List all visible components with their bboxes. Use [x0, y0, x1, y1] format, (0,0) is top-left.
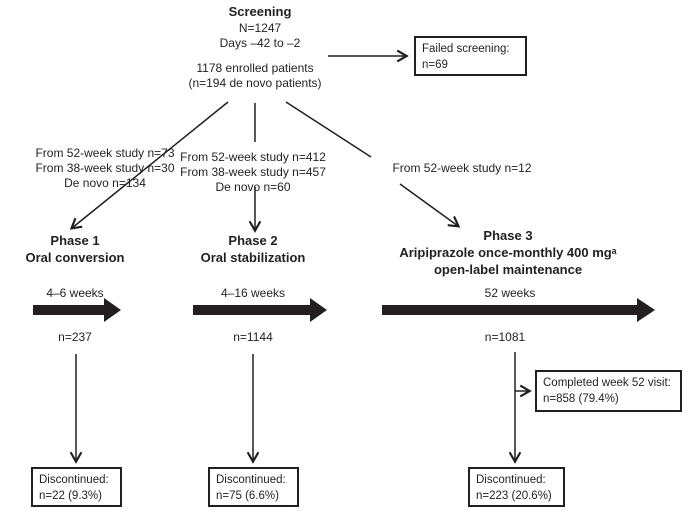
line-enrolled-to-phase3-labels: [285, 101, 372, 158]
phase3-discontinued-box: Discontinued: n=223 (20.6%): [468, 467, 565, 507]
arrow-labels-to-phase3: [399, 183, 461, 228]
phase1-subtitle: Oral conversion: [25, 250, 125, 265]
phase1-title: Phase 1: [50, 233, 100, 248]
phase1-discontinued-box: Discontinued: n=22 (9.3%): [31, 467, 122, 507]
phase1-heading: Phase 1 Oral conversion: [26, 232, 125, 266]
failed-screening-label: Failed screening:: [422, 43, 510, 55]
branch-phase1-line: From 38-week study n=30: [35, 161, 175, 175]
branch-phase3-labels: From 52-week study n=12: [392, 161, 531, 176]
failed-screening-box: Failed screening: n=69: [414, 36, 527, 76]
thick-arrow-phase2-duration: [193, 298, 327, 322]
completed-week52-label: Completed week 52 visit:: [543, 377, 671, 389]
phase3-subtitle: Aripiprazole once-monthly 400 mgᵃ: [399, 245, 617, 260]
arrow-enrolled-to-phase1: [69, 101, 229, 230]
phase3-n-label: n=1081: [484, 330, 526, 344]
phase2-discontinued-label: Discontinued:: [216, 474, 286, 486]
phase1-discontinued-label: Discontinued:: [39, 474, 109, 486]
branch-phase2-labels: From 52-week study n=412 From 38-week st…: [180, 150, 326, 195]
phase2-discontinued-box: Discontinued: n=75 (6.6%): [208, 467, 299, 507]
branch-phase1-line: From 52-week study n=73: [35, 146, 175, 160]
enrolled-line1: 1178 enrolled patients: [196, 61, 314, 75]
branch-phase2-line: De novo n=60: [215, 180, 291, 194]
thick-arrow-phase3-duration: [382, 298, 655, 322]
completed-week52-value: n=858 (79.4%): [543, 393, 619, 405]
branch-phase2-line: From 52-week study n=412: [180, 150, 326, 164]
phase2-n-label: n=1144: [233, 330, 273, 344]
phase3-discontinued-label: Discontinued:: [476, 474, 546, 486]
phase2-subtitle: Oral stabilization: [200, 250, 306, 265]
enrolled-line2: (n=194 de novo patients): [188, 76, 322, 90]
phase2-heading: Phase 2 Oral stabilization: [201, 232, 306, 266]
completed-week52-box: Completed week 52 visit: n=858 (79.4%): [535, 370, 682, 412]
screening-title: Screening: [228, 4, 292, 19]
phase3-subtitle: open-label maintenance: [433, 262, 583, 277]
branch-phase3-line: From 52-week study n=12: [392, 161, 532, 175]
screening-days: Days –42 to –2: [219, 36, 301, 50]
screening-n-total: N=1247: [238, 21, 282, 35]
phase1-n-label: n=237: [58, 330, 92, 344]
phase3-title: Phase 3: [483, 228, 533, 243]
phase3-discontinued-value: n=223 (20.6%): [476, 490, 552, 502]
thick-arrow-phase1-duration: [33, 298, 121, 322]
phase2-duration-label: 4–16 weeks: [220, 286, 286, 300]
branch-phase1-labels: From 52-week study n=73 From 38-week stu…: [35, 146, 174, 191]
branch-phase2-line: From 38-week study n=457: [180, 165, 326, 179]
phase3-duration-label: 52 weeks: [484, 286, 536, 300]
phase1-discontinued-value: n=22 (9.3%): [39, 490, 102, 502]
phase2-title: Phase 2: [228, 233, 278, 248]
branch-phase1-line: De novo n=134: [64, 176, 146, 190]
phase1-duration-label: 4–6 weeks: [46, 286, 104, 300]
phase3-heading: Phase 3 Aripiprazole once-monthly 400 mg…: [399, 227, 616, 278]
failed-screening-value: n=69: [422, 59, 448, 71]
phase2-discontinued-value: n=75 (6.6%): [216, 490, 279, 502]
